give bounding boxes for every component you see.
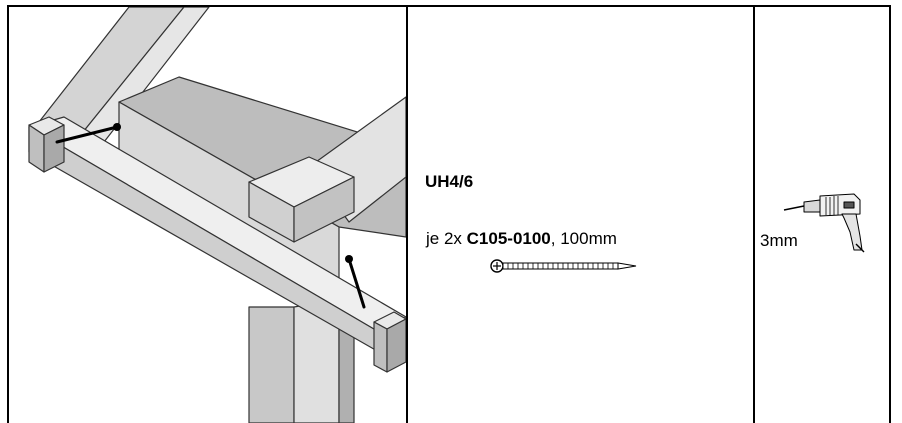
drill-bit-size: 3mm <box>760 231 798 250</box>
drill-icon <box>782 188 872 258</box>
column-divider <box>406 5 408 423</box>
fastener-quantity-line: je 2x C105-0100, 100mm <box>426 229 617 249</box>
fastener-code: UH4/6 <box>425 172 474 191</box>
screw-icon <box>488 255 638 282</box>
quantity-prefix: je 2x <box>426 229 467 248</box>
screw-length: , 100mm <box>550 229 617 248</box>
table-frame <box>7 5 891 423</box>
part-number: C105-0100 <box>466 229 551 248</box>
assembly-illustration <box>9 7 406 423</box>
column-divider <box>753 5 755 423</box>
